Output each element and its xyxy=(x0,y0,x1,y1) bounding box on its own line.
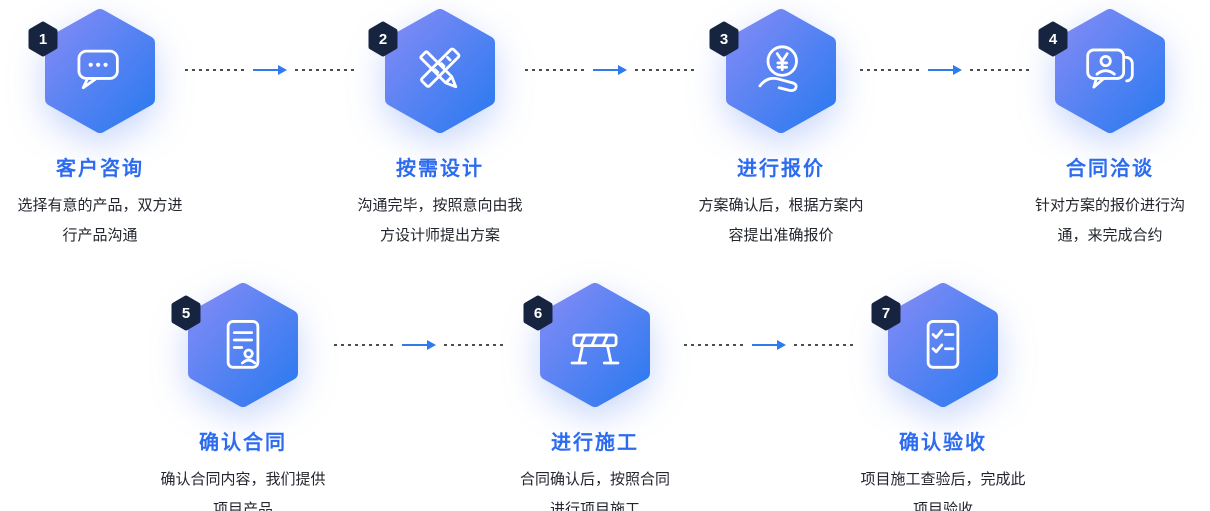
connector-3-4 xyxy=(860,64,1030,76)
step-title: 按需设计 xyxy=(396,158,484,180)
dashed-line xyxy=(334,344,394,346)
step-number: 1 xyxy=(38,30,48,48)
step-hexagon: 2 xyxy=(368,8,496,134)
arrow-right-icon xyxy=(928,65,962,75)
dashed-line xyxy=(295,69,355,71)
dashed-line xyxy=(970,69,1030,71)
step-hexagon: 1 xyxy=(28,8,156,134)
step-6: 6 进行施工 合同确认后，按照合同 进行项目施工 xyxy=(465,282,725,511)
checklist-icon xyxy=(912,314,974,376)
step-hexagon: 3 xyxy=(709,8,837,134)
dashed-line xyxy=(860,69,920,71)
step-number: 4 xyxy=(1048,30,1058,48)
step-title: 进行施工 xyxy=(551,432,639,454)
arrow-right-icon xyxy=(593,65,627,75)
step-title: 进行报价 xyxy=(737,158,825,180)
step-4: 4 合同洽谈 针对方案的报价进行沟 通，来完成合约 xyxy=(980,8,1210,251)
step-description: 合同确认后，按照合同 进行项目施工 xyxy=(519,471,670,511)
arrow-right-icon xyxy=(752,340,786,350)
step-hexagon: 7 xyxy=(871,282,999,408)
step-hexagon: 5 xyxy=(171,282,299,408)
step-title: 合同洽谈 xyxy=(1066,158,1154,180)
step-number: 6 xyxy=(533,304,543,322)
step-number: 2 xyxy=(378,30,388,48)
step-description: 沟通完毕，按照意向由我 方设计师提出方案 xyxy=(357,197,523,244)
step-number-badge: 5 xyxy=(169,294,203,332)
step-number-badge: 3 xyxy=(707,20,741,58)
step-number-badge: 4 xyxy=(1036,20,1070,58)
connector-1-2 xyxy=(185,64,355,76)
step-title: 客户咨询 xyxy=(56,158,144,180)
step-number: 5 xyxy=(181,304,191,322)
step-hexagon: 4 xyxy=(1038,8,1166,134)
step-number-badge: 2 xyxy=(366,20,400,58)
dashed-line xyxy=(185,69,245,71)
step-description: 针对方案的报价进行沟 通，来完成合约 xyxy=(1034,197,1185,244)
connector-5-6 xyxy=(334,339,504,351)
step-title: 确认合同 xyxy=(199,432,287,454)
step-description: 方案确认后，根据方案内 容提出准确报价 xyxy=(698,197,864,244)
step-number-badge: 6 xyxy=(521,294,555,332)
step-title: 确认验收 xyxy=(899,432,987,454)
yuan-hand-icon xyxy=(750,40,812,102)
chat-bubble-icon xyxy=(69,40,131,102)
dashed-line xyxy=(444,344,504,346)
connector-2-3 xyxy=(525,64,695,76)
connector-6-7 xyxy=(684,339,854,351)
step-description: 确认合同内容，我们提供 项目产品 xyxy=(160,471,326,511)
step-number: 7 xyxy=(881,304,891,322)
step-number-badge: 7 xyxy=(869,294,903,332)
step-description: 项目施工查验后，完成此 项目验收 xyxy=(860,471,1026,511)
step-1: 1 客户咨询 选择有意的产品，双方进 行产品沟通 xyxy=(0,8,230,251)
step-hexagon: 6 xyxy=(523,282,651,408)
step-number: 3 xyxy=(719,30,729,48)
construction-barrier-icon xyxy=(564,314,626,376)
step-5: 5 确认合同 确认合同内容，我们提供 项目产品 xyxy=(113,282,373,511)
pencil-ruler-icon xyxy=(409,40,471,102)
step-number-badge: 1 xyxy=(26,20,60,58)
person-chat-icon xyxy=(1079,40,1141,102)
arrow-right-icon xyxy=(402,340,436,350)
dashed-line xyxy=(684,344,744,346)
dashed-line xyxy=(635,69,695,71)
arrow-right-icon xyxy=(253,65,287,75)
step-3: 3 进行报价 方案确认后，根据方案内 容提出准确报价 xyxy=(651,8,911,251)
dashed-line xyxy=(794,344,854,346)
step-description: 选择有意的产品，双方进 行产品沟通 xyxy=(17,197,183,244)
contract-document-icon xyxy=(212,314,274,376)
step-2: 2 按需设计 沟通完毕，按照意向由我 方设计师提出方案 xyxy=(310,8,570,251)
dashed-line xyxy=(525,69,585,71)
step-7: 7 确认验收 项目施工查验后，完成此 项目验收 xyxy=(813,282,1073,511)
